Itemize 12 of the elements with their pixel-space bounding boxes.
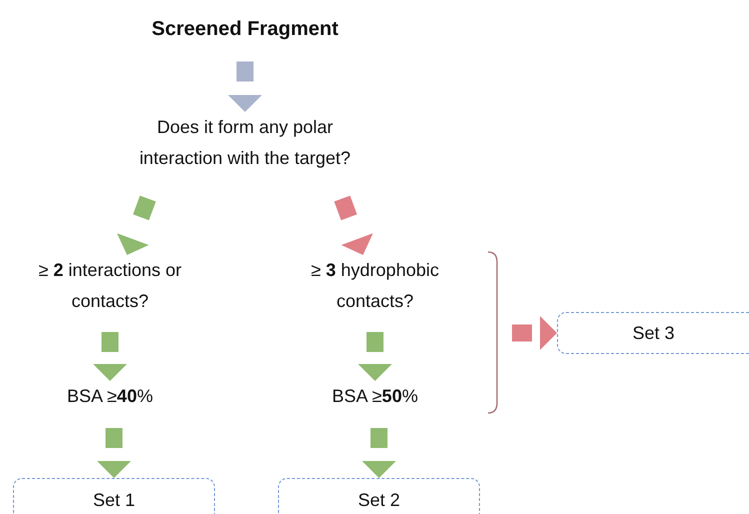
result-box [557,312,749,354]
result-label: Set 1 [92,489,136,512]
criterion-text: Does it form any polar interaction with the target? [138,116,352,170]
criterion-text: ≥ 2 interactions or contacts? [38,259,182,313]
result-box [278,478,480,514]
result-label: Set 3 [632,322,675,344]
result-box [13,478,215,514]
start-label: Screened Fragment [152,17,338,42]
criterion-text: BSA ≥40% [67,385,153,408]
result-label: Set 2 [358,489,400,512]
criterion-text: ≥ 3 hydrophobic contacts? [310,259,440,313]
criterion-text: BSA ≥50% [332,385,418,408]
